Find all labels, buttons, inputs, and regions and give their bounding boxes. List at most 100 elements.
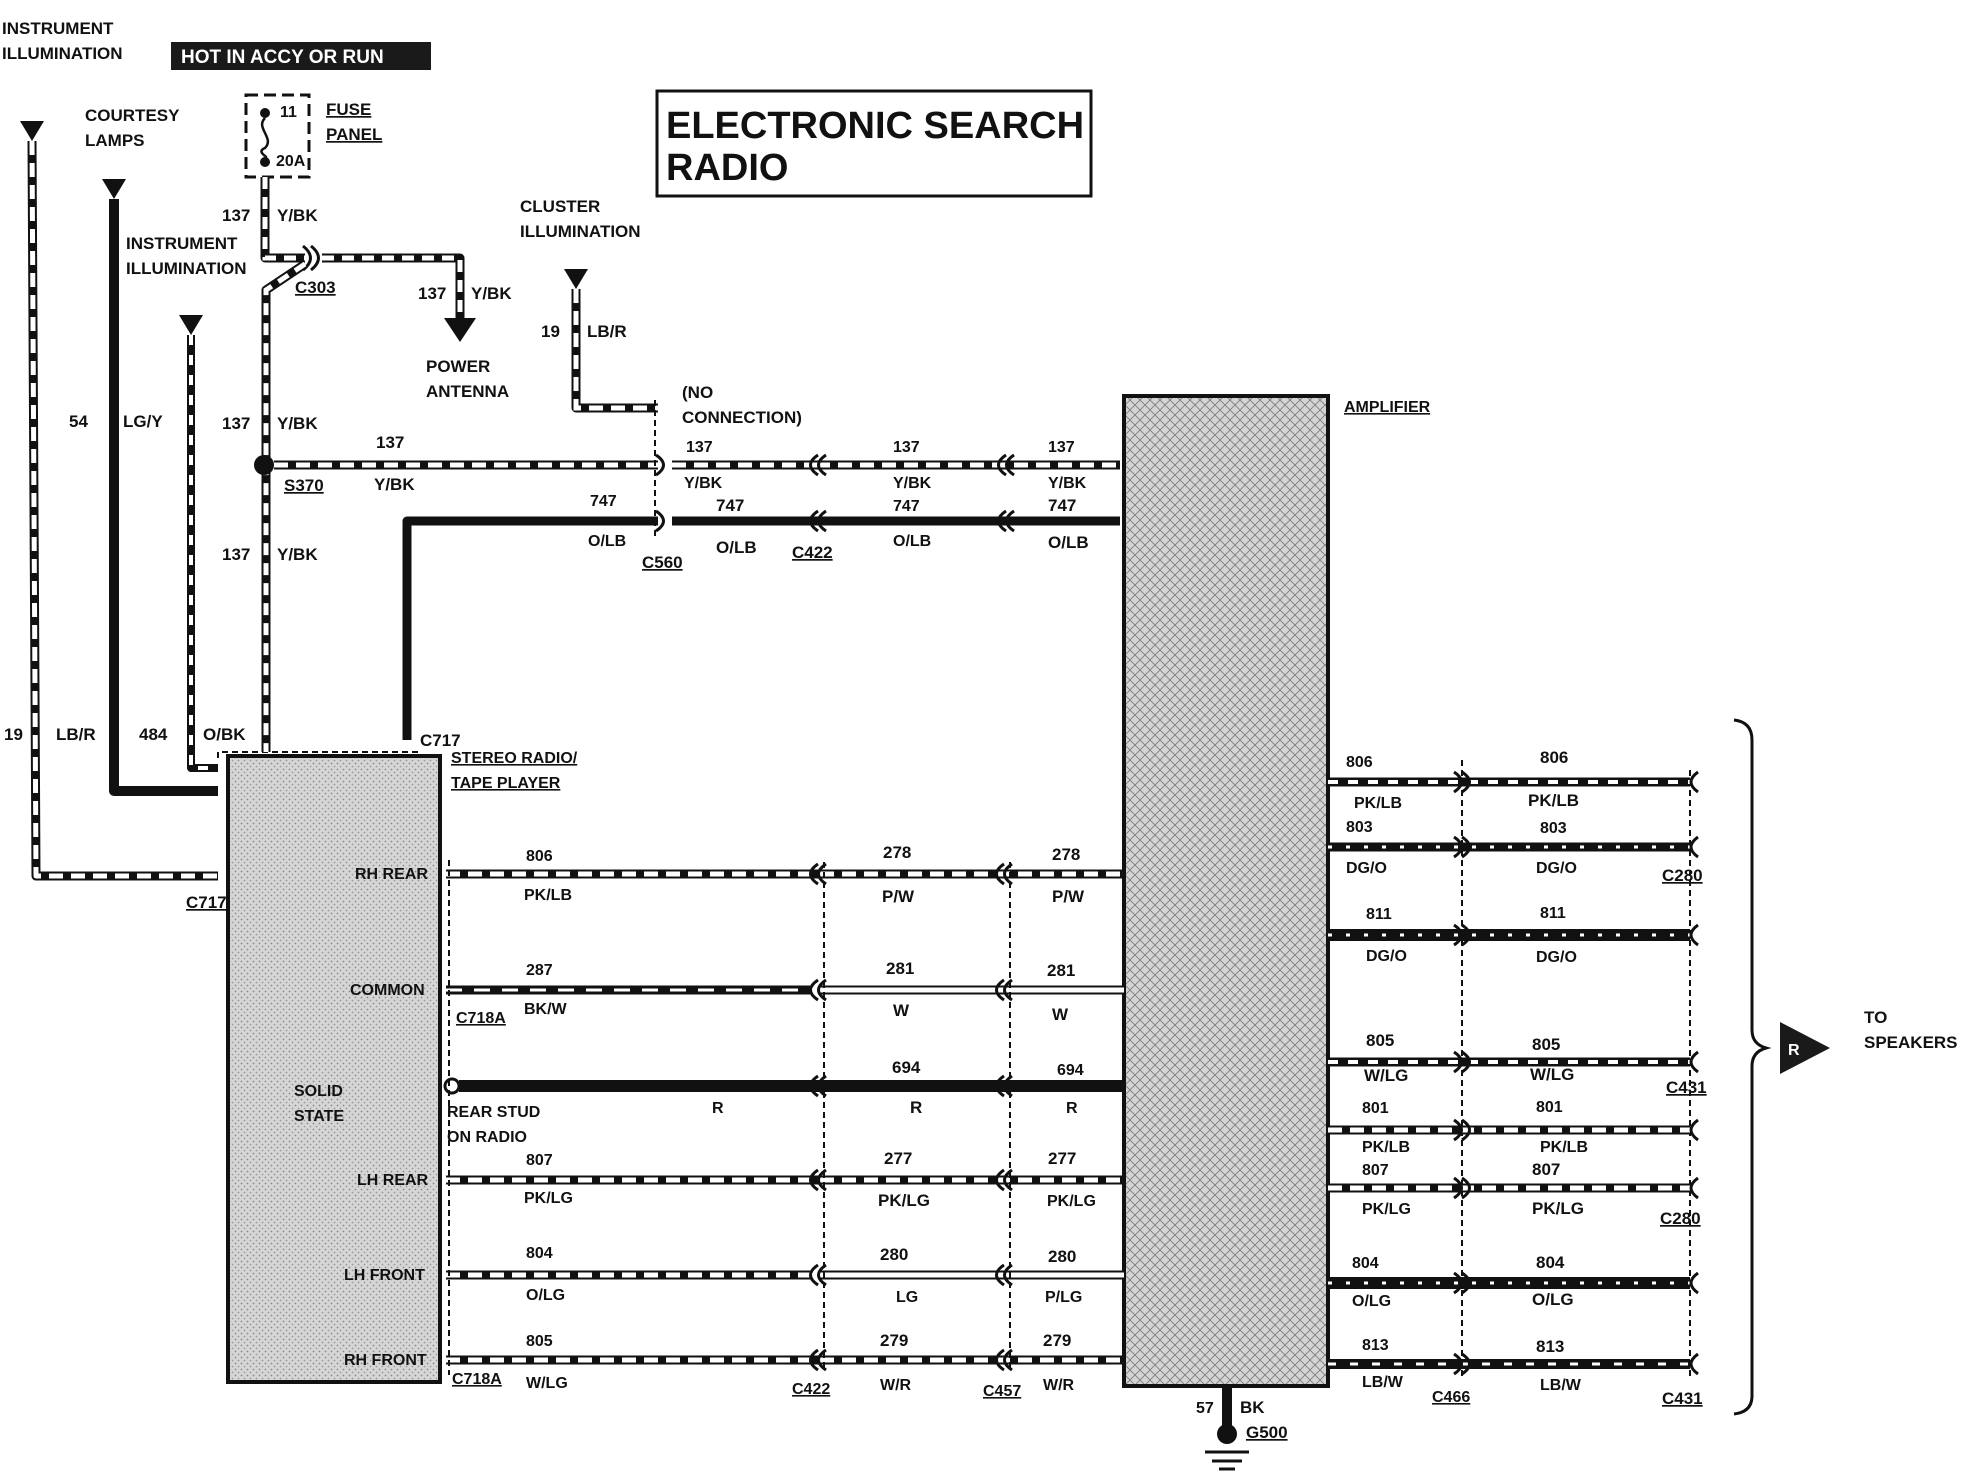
wire-number: 281 (886, 959, 914, 978)
instrument-illumination-label: INSTRUMENT (2, 19, 114, 38)
wire-color: Y/BK (684, 475, 723, 492)
wire-number: 804 (1352, 1255, 1379, 1272)
speaker-end-connectors (1689, 770, 1699, 1376)
wire-number: 803 (1540, 820, 1567, 837)
wire-color: W/LG (1530, 1065, 1574, 1084)
radio-pin-label: RH REAR (355, 866, 428, 883)
wire-color: Y/BK (277, 545, 318, 564)
wire-number: 57 (1196, 1400, 1214, 1417)
fuse-terminal-bottom (260, 157, 270, 167)
wire-number: 280 (880, 1245, 908, 1264)
wire-color: W (893, 1001, 910, 1020)
wire-number: 694 (1057, 1062, 1084, 1079)
fuse-panel-label-2: PANEL (326, 125, 382, 144)
instrument-illumination-label-4: ILLUMINATION (126, 259, 247, 278)
wire-number: 813 (1536, 1337, 1564, 1356)
rear-stud-label: REAR STUD (447, 1104, 540, 1121)
wire-color: LB/W (1362, 1374, 1404, 1391)
radio-pin-label: LH REAR (357, 1172, 429, 1189)
wire-color: P/W (882, 887, 915, 906)
connector-c422-top (809, 453, 827, 533)
wire-number: 804 (526, 1245, 553, 1262)
ground-icon (1205, 1450, 1249, 1471)
wire-number: 805 (1366, 1031, 1394, 1050)
down-arrow-icon (20, 121, 44, 141)
wire-number: 806 (526, 848, 553, 865)
connector-label: C717 (420, 731, 461, 750)
wire-color: R (910, 1098, 922, 1117)
wire-number: 747 (590, 493, 617, 510)
wire-number: 813 (1362, 1337, 1389, 1354)
connector-label: C457 (983, 1383, 1021, 1400)
wire-number: 137 (222, 414, 250, 433)
connector-label: C422 (792, 543, 833, 562)
wire-color: R (1066, 1100, 1078, 1117)
radio-pin-label: LH FRONT (344, 1267, 425, 1284)
title-line-1: ELECTRONIC SEARCH (666, 105, 1084, 147)
down-arrow-icon (444, 318, 476, 342)
connector-label: C431 (1666, 1078, 1707, 1097)
connector-label: C717 (186, 893, 227, 912)
wire-number: 279 (1043, 1331, 1071, 1350)
wire-color: PK/LB (1528, 791, 1579, 810)
wire-color: PK/LG (524, 1190, 573, 1207)
wire-color: Y/BK (893, 475, 932, 492)
wire-number: 137 (376, 433, 404, 452)
wire-number: 137 (893, 439, 920, 456)
stereo-radio-label-2: TAPE PLAYER (451, 775, 561, 792)
connector-label: C560 (642, 553, 683, 572)
connector-mid-top (997, 453, 1015, 533)
wire-484-o-bk (187, 335, 218, 772)
fuse-number: 11 (280, 104, 297, 121)
wire-number: 805 (526, 1333, 553, 1350)
rear-stud-label-2: ON RADIO (447, 1129, 527, 1146)
wire-color: LG/Y (123, 412, 163, 431)
wire-number: 137 (686, 439, 713, 456)
wire-number: 484 (139, 725, 168, 744)
wire-color: DG/O (1346, 860, 1387, 877)
wire-number: 287 (526, 962, 553, 979)
wire-number: 747 (893, 498, 920, 515)
wire-color: O/LB (716, 538, 757, 557)
ground-point (1217, 1424, 1237, 1444)
wire-color: R (712, 1100, 724, 1117)
wire-number: 811 (1540, 905, 1566, 922)
wire-color: PK/LG (1362, 1201, 1411, 1218)
wire-color: PK/LB (1362, 1139, 1410, 1156)
wire-number: 137 (222, 545, 250, 564)
wire-color: DG/O (1536, 860, 1577, 877)
wire-color: BK/W (524, 1001, 568, 1018)
wire-number: 277 (1048, 1149, 1076, 1168)
wire-19-cluster (571, 289, 658, 413)
wire-color: O/LB (893, 533, 931, 550)
wire-number: 137 (1048, 439, 1075, 456)
amplifier-block (1122, 394, 1330, 1388)
connector-label: C280 (1660, 1209, 1701, 1228)
down-arrow-icon (564, 269, 588, 289)
fuse-panel-label: FUSE (326, 100, 371, 119)
radio-pin-label: COMMON (350, 982, 425, 999)
wire-number: 801 (1362, 1100, 1389, 1117)
connector-label: C431 (1662, 1389, 1703, 1408)
down-arrow-icon (179, 315, 203, 335)
wire-number: 278 (1052, 845, 1080, 864)
instrument-illumination-label-3: INSTRUMENT (126, 234, 238, 253)
wire-color: Y/BK (277, 414, 318, 433)
wire-number: 811 (1366, 906, 1392, 923)
wire-number: 279 (880, 1331, 908, 1350)
radio-pin-label: RH FRONT (344, 1352, 427, 1369)
no-connection-label: (NO (682, 383, 713, 402)
wire-color: PK/LB (1354, 795, 1402, 812)
wire-number: 807 (1532, 1160, 1560, 1179)
instrument-illumination-label-2: ILLUMINATION (2, 44, 123, 63)
wire-color: W/R (880, 1377, 912, 1394)
wire-number: 803 (1346, 819, 1373, 836)
fuse-terminal-top (260, 108, 270, 118)
wire-color: O/LG (1532, 1290, 1574, 1309)
wire-number: 807 (526, 1152, 553, 1169)
wire-color: PK/LG (1047, 1193, 1096, 1210)
connector-c422-bottom (809, 862, 827, 1372)
wire-color: O/LB (1048, 533, 1089, 552)
wire-color: W/R (1043, 1377, 1075, 1394)
